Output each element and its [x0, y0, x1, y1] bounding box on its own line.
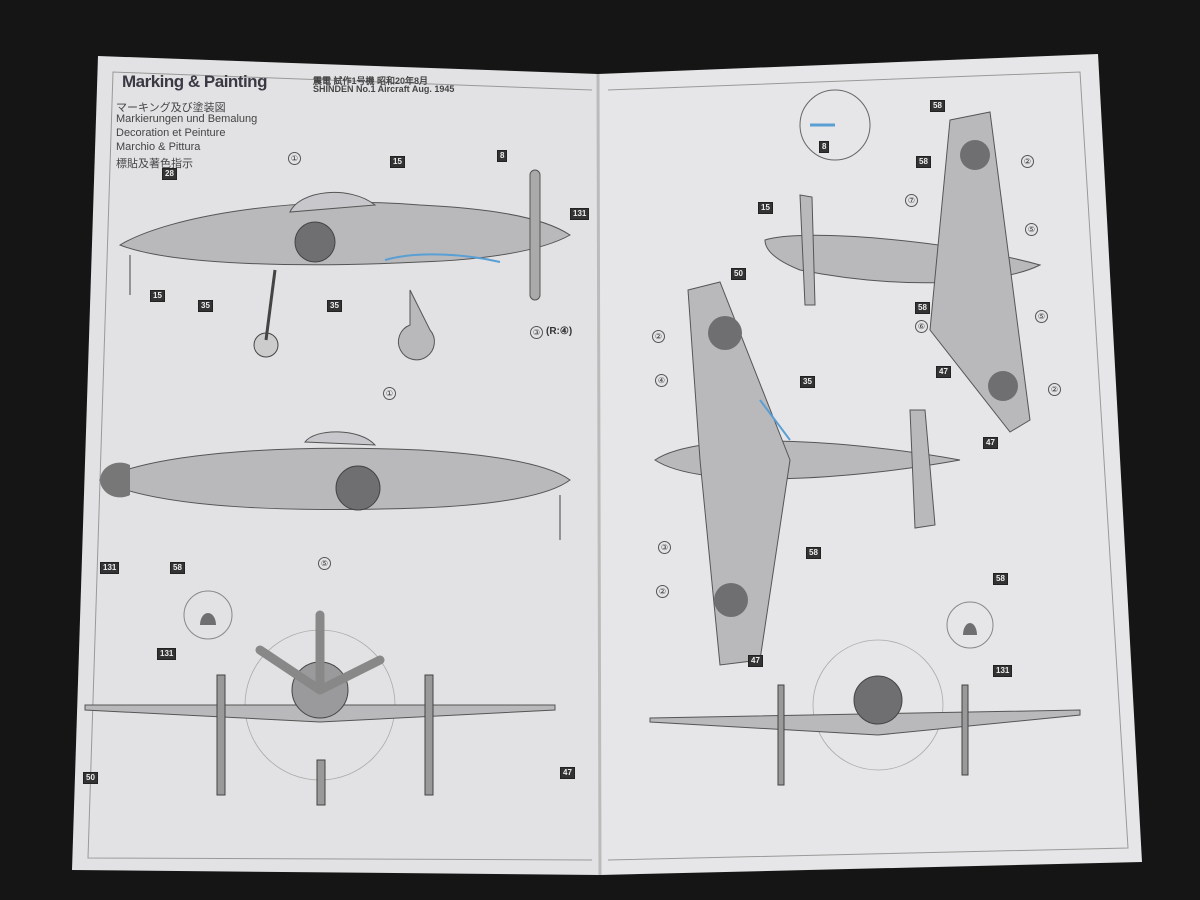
aircraft-top-view-left [98, 431, 571, 540]
callout: 58 [916, 156, 931, 168]
callout: 47 [936, 366, 951, 378]
callout: ② [652, 330, 665, 343]
callout: 8 [497, 150, 508, 162]
callout: ② [1048, 383, 1061, 396]
callout: 28 [162, 168, 177, 180]
subtitle-it: Marchio & Pittura [116, 141, 201, 153]
callout: ④ [655, 374, 668, 387]
callout: 58 [806, 547, 821, 559]
callout: 8 [819, 141, 830, 153]
subtitle-de: Markierungen und Bemalung [116, 113, 258, 125]
right-page-border [607, 71, 1129, 861]
callout: 58 [170, 562, 185, 574]
callout: 15 [758, 202, 773, 214]
aircraft-front-view-right [649, 601, 1081, 786]
callout: 131 [100, 562, 120, 574]
callout: ② [656, 585, 669, 598]
callout: 35 [198, 300, 213, 312]
callout: 35 [800, 376, 815, 388]
subtitle-jp: マーキング及び塗装図 [116, 102, 226, 114]
callout: 50 [83, 772, 98, 784]
callout-note: (R:④) [546, 326, 573, 337]
callout: 131 [993, 665, 1013, 677]
callout: ③ [530, 326, 543, 339]
aircraft-name-jp: 震電 試作1号機 昭和20年8月 [313, 76, 429, 86]
callout: 50 [731, 268, 746, 280]
callout: 47 [983, 437, 998, 449]
callout: ⑦ [905, 194, 918, 207]
aircraft-side-view-left [118, 169, 571, 361]
aircraft-top-view-right [654, 281, 961, 666]
callout: 47 [748, 655, 763, 667]
callout: ⑥ [915, 320, 928, 333]
left-page-border [87, 71, 593, 861]
page-fold [596, 73, 602, 876]
callout: ③ [658, 541, 671, 554]
callout: ⑤ [1035, 310, 1048, 323]
aircraft-front-view-left [84, 590, 556, 806]
callout: 58 [993, 573, 1008, 585]
page-title: Marking & Painting [122, 72, 267, 91]
callout: ② [1021, 155, 1034, 168]
callout: 131 [570, 208, 590, 220]
callout: ⑤ [318, 557, 331, 570]
aircraft-bottom-view-right [764, 89, 1042, 433]
callout: 58 [930, 100, 945, 112]
callout: ① [383, 387, 396, 400]
callout: ① [288, 152, 301, 165]
callout: 131 [157, 648, 177, 660]
callout: 47 [560, 767, 575, 779]
callout: 58 [915, 302, 930, 314]
aircraft-name-en: SHINDEN No.1 Aircraft Aug. 1945 [313, 84, 455, 94]
callout: 15 [390, 156, 405, 168]
callout: 15 [150, 290, 165, 302]
subtitle-cn: 標貼及著色指示 [116, 158, 193, 170]
callout: 35 [327, 300, 342, 312]
subtitle-fr: Decoration et Peinture [116, 127, 226, 139]
callout: ⑤ [1025, 223, 1038, 236]
